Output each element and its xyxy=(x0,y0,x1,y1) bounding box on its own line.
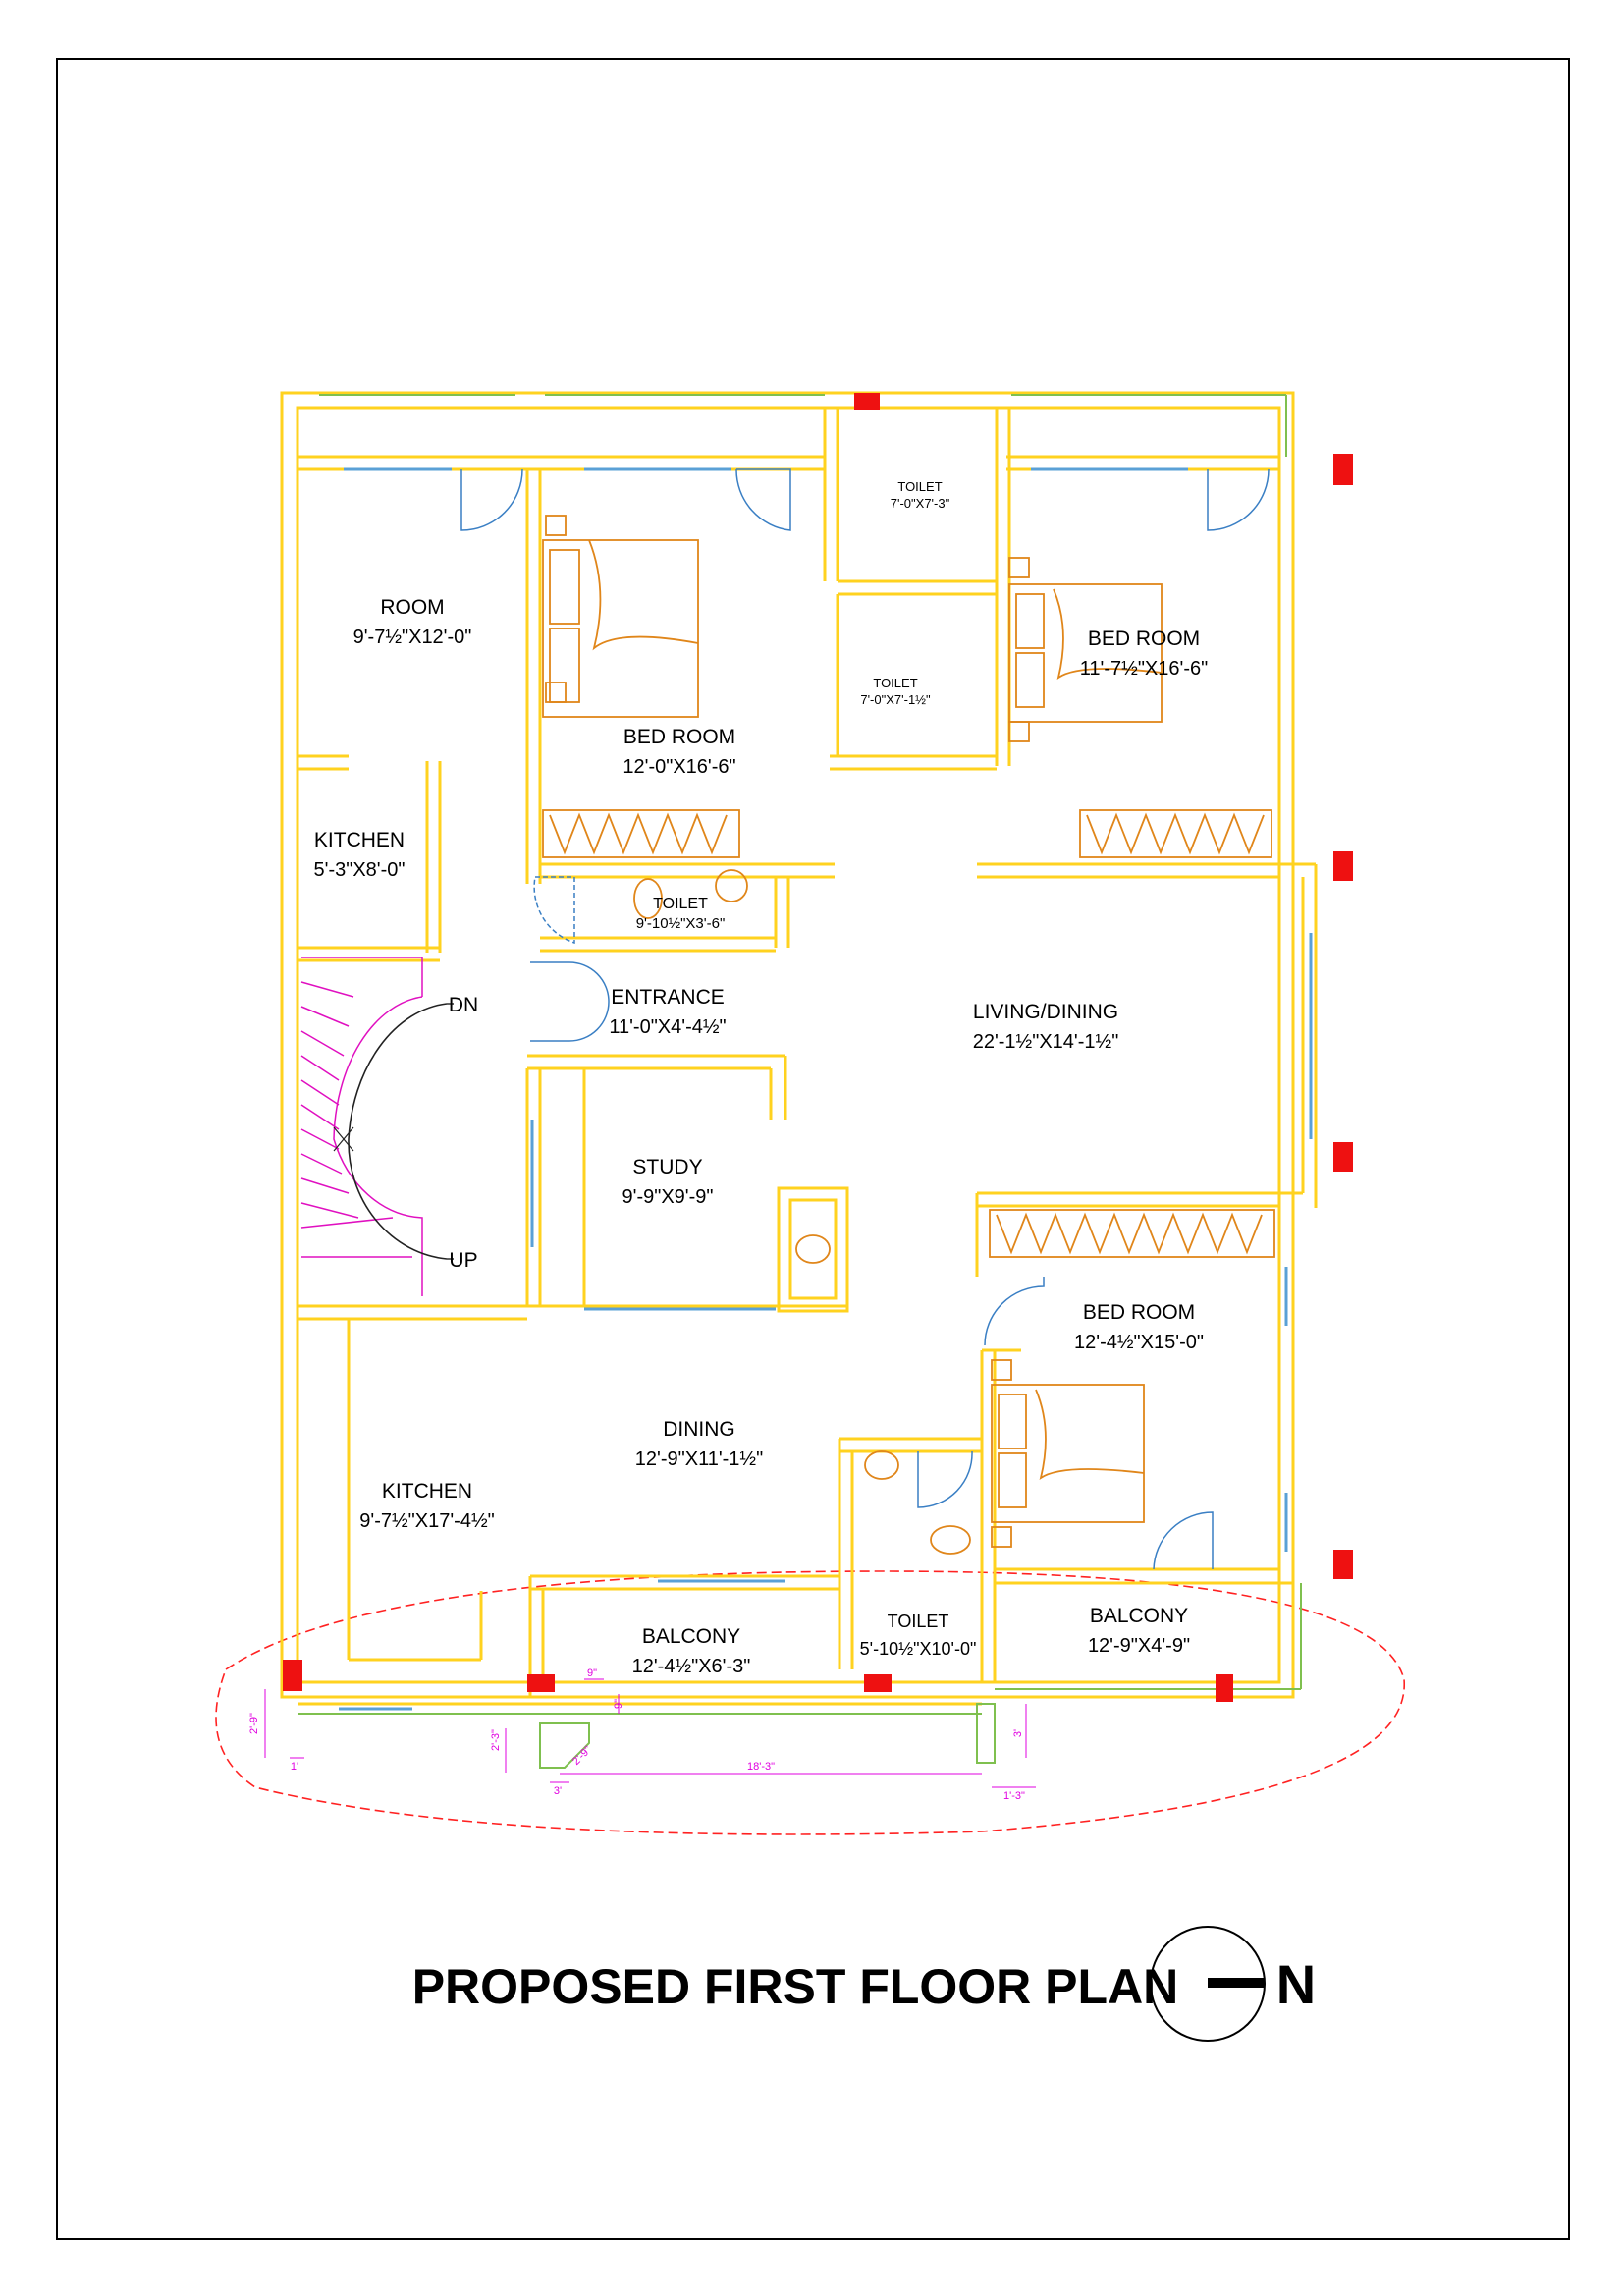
room-size: 9'-7½"X12'-0" xyxy=(353,627,472,648)
study-name: STUDY xyxy=(632,1156,702,1178)
dim-3: 2'-3" xyxy=(490,1729,502,1751)
balcony-2-size: 12'-9"X4'-9" xyxy=(1088,1635,1190,1657)
kitchen-small-size: 5'-3"X8'-0" xyxy=(314,859,406,881)
dim-2: 1' xyxy=(291,1761,298,1773)
dim-9: 1'-3" xyxy=(1003,1790,1025,1802)
dim-6: 9" xyxy=(613,1699,624,1709)
bedroom-1-size: 12'-0"X16'-6" xyxy=(622,756,735,778)
north-arrow-icon xyxy=(1208,1978,1265,1988)
toilet-2-size: 7'-0"X7'-1½" xyxy=(860,692,931,707)
living-name: LIVING/DINING xyxy=(973,1001,1118,1023)
kitchen-large-size: 9'-7½"X17'-4½" xyxy=(359,1510,494,1532)
balcony-1-name: BALCONY xyxy=(642,1625,740,1648)
stair-up-label: UP xyxy=(449,1249,477,1272)
dim-10: 3' xyxy=(554,1785,562,1797)
toilet-2-name: TOILET xyxy=(873,676,917,690)
bedroom-3-name: BED ROOM xyxy=(1083,1301,1195,1324)
bedroom-1-name: BED ROOM xyxy=(623,726,735,748)
living-size: 22'-1½"X14'-1½" xyxy=(973,1031,1119,1053)
toilet-3-name: TOILET xyxy=(653,896,708,912)
dining-name: DINING xyxy=(663,1418,735,1441)
bedroom-2-size: 11'-7½"X16'-6" xyxy=(1080,658,1208,680)
outline-lines xyxy=(298,394,1302,1769)
revision-cloud xyxy=(215,1570,1405,1835)
doors xyxy=(460,468,1270,1570)
stair-down-label: DN xyxy=(449,994,478,1016)
north-label: N xyxy=(1276,1953,1316,2015)
walls xyxy=(280,391,1318,1706)
furniture xyxy=(542,515,1275,1555)
toilet-1-name: TOILET xyxy=(897,479,942,494)
dim-5: 2'-9" xyxy=(570,1744,594,1768)
windows xyxy=(339,467,1313,1711)
north-arrow: N xyxy=(1150,1926,1316,2042)
balcony-2-name: BALCONY xyxy=(1090,1605,1188,1627)
staircase xyxy=(300,957,454,1296)
balcony-1-size: 12'-4½"X6'-3" xyxy=(632,1656,751,1677)
dim-4: 9" xyxy=(587,1667,597,1679)
room-labels: ROOM 9'-7½"X12'-0" KITCHEN 5'-3"X8'-0" B… xyxy=(314,479,1209,1677)
page-title: PROPOSED FIRST FLOOR PLAN xyxy=(412,1959,1179,2014)
study-size: 9'-9"X9'-9" xyxy=(622,1186,714,1208)
entrance-size: 11'-0"X4'-4½" xyxy=(609,1016,726,1038)
dining-size: 12'-9"X11'-1½" xyxy=(635,1449,763,1470)
dim-1: 2'-9" xyxy=(248,1713,260,1734)
toilet-4-name: TOILET xyxy=(888,1612,949,1631)
sheet-border xyxy=(56,58,1570,2240)
kitchen-large-name: KITCHEN xyxy=(382,1480,472,1503)
dim-7: 3' xyxy=(1012,1729,1024,1737)
toilet-4-size: 5'-10½"X10'-0" xyxy=(860,1639,977,1659)
bedroom-2-name: BED ROOM xyxy=(1088,628,1200,650)
front-dimensions: 2'-9" 1' 2'-3" 9" 2'-9" 9" 3' 18'-3" 1'-… xyxy=(248,1667,1036,1802)
toilet-1-size: 7'-0"X7'-3" xyxy=(891,496,950,511)
toilet-3-size: 9'-10½"X3'-6" xyxy=(636,915,726,932)
room-name: ROOM xyxy=(380,596,444,619)
dim-8: 18'-3" xyxy=(747,1761,775,1773)
entrance-name: ENTRANCE xyxy=(611,986,725,1009)
kitchen-small-name: KITCHEN xyxy=(314,829,405,851)
bedroom-3-size: 12'-4½"X15'-0" xyxy=(1074,1332,1204,1353)
columns xyxy=(283,393,1353,1702)
